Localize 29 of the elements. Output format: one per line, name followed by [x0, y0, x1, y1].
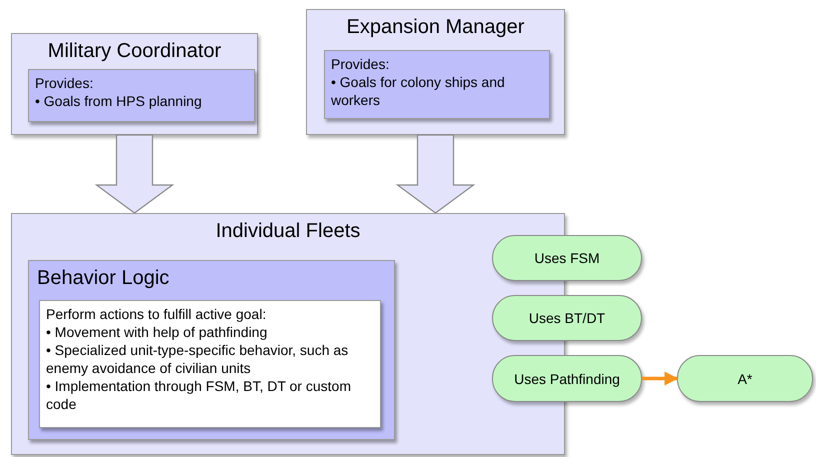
- info-box: [28, 69, 255, 122]
- technique-pill: [492, 235, 642, 281]
- block-arrow: [396, 134, 476, 214]
- technique-pill: [677, 355, 813, 402]
- description-box: [39, 300, 381, 428]
- body-text: Provides:: [34, 74, 94, 92]
- arrow: [642, 372, 678, 386]
- body-text: • Specialized unit-type-specific behavior, such as enemy avoidance of civilian units: [45, 341, 350, 377]
- component-box: [28, 260, 395, 440]
- block-arrow: [94, 134, 174, 214]
- box-heading: Behavior Logic: [36, 266, 170, 290]
- pill-label: A*: [738, 370, 752, 386]
- pill-label: Uses Pathfinding: [514, 370, 620, 386]
- technique-pill: [492, 355, 642, 402]
- box-heading: Individual Fleets: [214, 219, 362, 243]
- component-box: [11, 33, 258, 135]
- body-text: • Implementation through FSM, BT, DT or custom code: [45, 377, 352, 413]
- info-box: [324, 50, 550, 119]
- body-text: Perform actions to fulfill active goal:: [45, 305, 268, 323]
- body-text: Provides:: [330, 55, 390, 73]
- box-heading: Military Coordinator: [46, 39, 222, 63]
- pill-label: Uses BT/DT: [528, 310, 606, 326]
- component-box: [306, 9, 565, 135]
- body-text: • Movement with help of pathfinding: [45, 323, 268, 341]
- technique-pill: [492, 295, 642, 341]
- body-text: • Goals for colony ships and workers: [330, 73, 506, 109]
- pill-label: Uses FSM: [534, 250, 600, 266]
- body-text: • Goals from HPS planning: [34, 92, 203, 110]
- box-heading: Expansion Manager: [346, 15, 526, 39]
